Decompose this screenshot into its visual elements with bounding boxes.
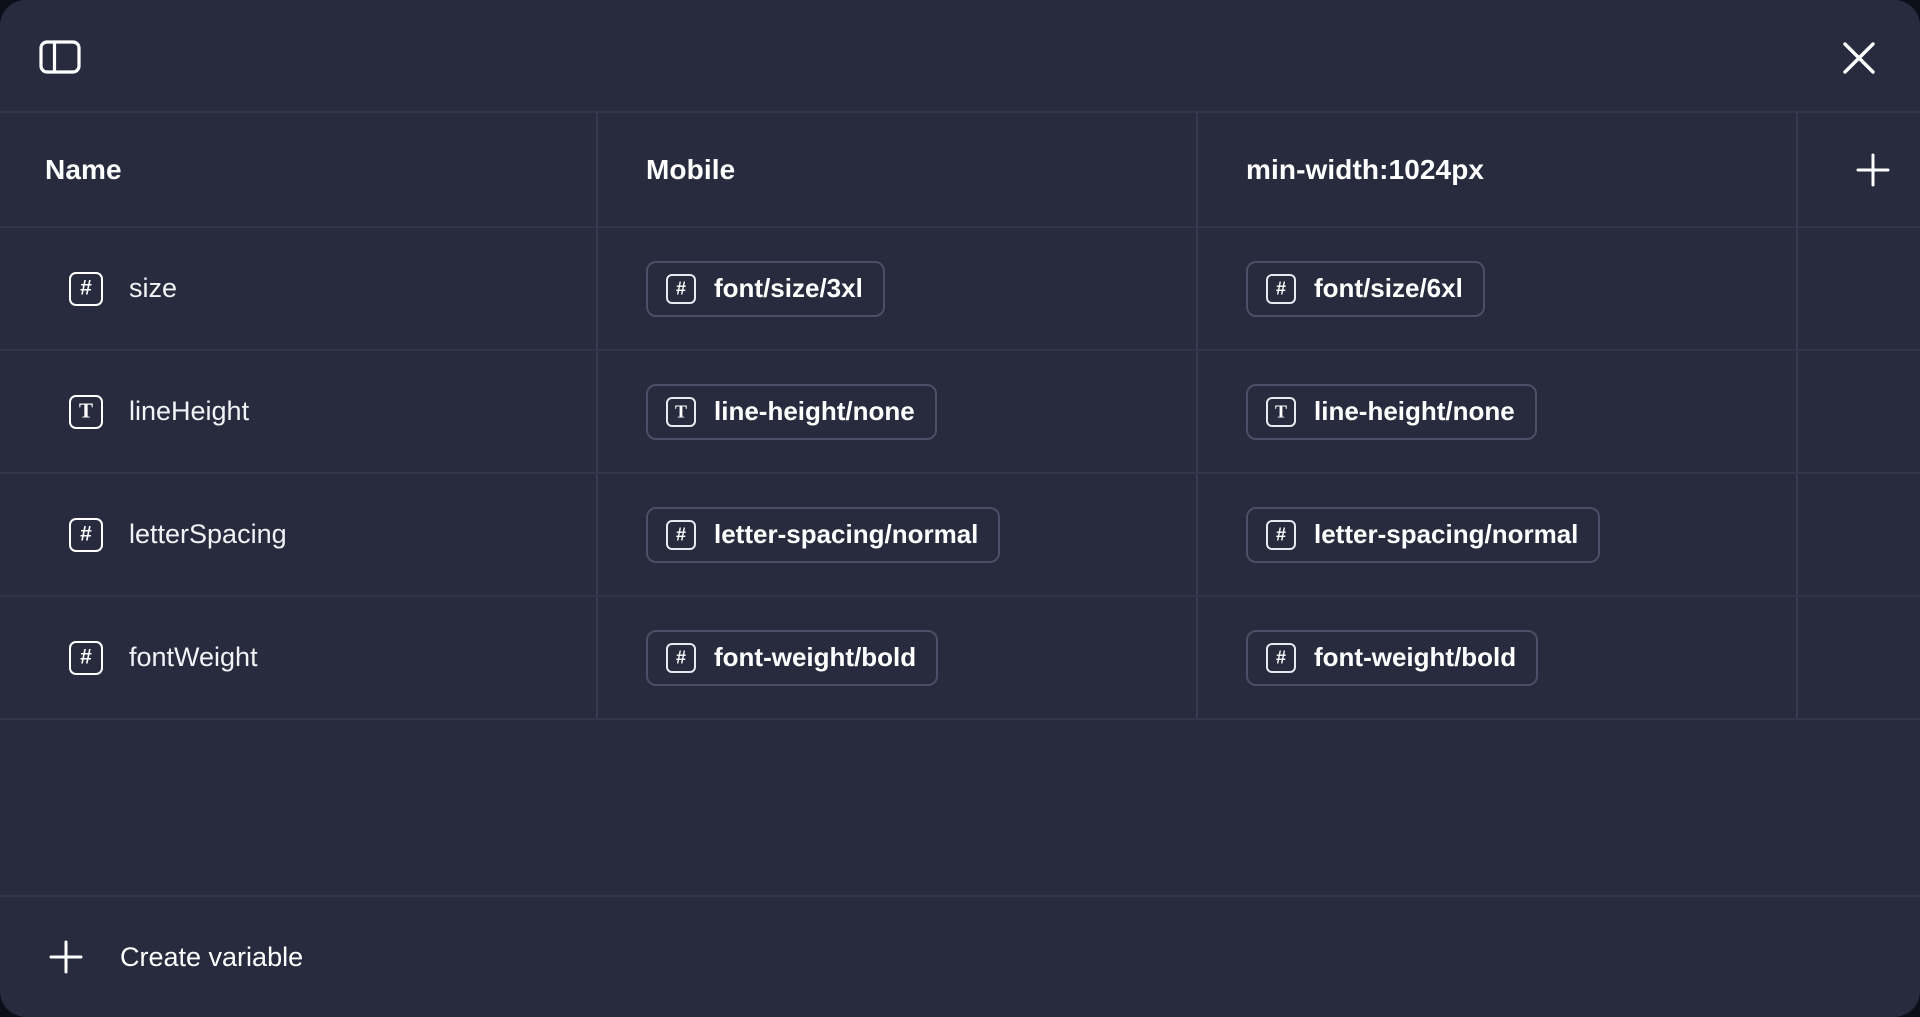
variable-value-cell-mobile[interactable]: # letter-spacing/normal	[598, 474, 1198, 595]
type-glyph: #	[675, 278, 686, 298]
type-glyph: #	[80, 522, 92, 546]
variable-alias-label: font/size/3xl	[714, 273, 863, 303]
text-type-icon: T	[69, 394, 103, 429]
column-header-mobile[interactable]: Mobile	[598, 113, 1198, 226]
column-header-label: Mobile	[646, 153, 736, 185]
variable-name: letterSpacing	[129, 519, 287, 549]
type-glyph: #	[1275, 278, 1286, 298]
text-type-icon: T	[666, 396, 696, 427]
variable-value-cell-desktop[interactable]: # font/size/6xl	[1198, 228, 1798, 349]
row-actions-cell	[1798, 597, 1920, 718]
column-header-min-width-1024px[interactable]: min-width:1024px	[1198, 113, 1798, 226]
variable-alias-label: line-height/none	[1314, 396, 1515, 426]
variable-alias-label: font-weight/bold	[714, 642, 917, 672]
variable-alias-chip[interactable]: # letter-spacing/normal	[1246, 506, 1601, 563]
variable-name-cell[interactable]: # size	[0, 228, 598, 349]
row-actions-cell	[1798, 474, 1920, 595]
variable-alias-label: font/size/6xl	[1314, 273, 1463, 303]
type-glyph: T	[674, 401, 687, 421]
panel-topbar	[0, 0, 1920, 113]
variable-alias-chip[interactable]: # font/size/6xl	[1246, 260, 1485, 317]
variable-name: fontWeight	[129, 642, 258, 672]
table-row[interactable]: # size # font/size/3xl # fo	[0, 228, 1920, 351]
number-type-icon: #	[69, 640, 103, 675]
variable-alias-chip[interactable]: # letter-spacing/normal	[646, 506, 1001, 563]
panel-left-icon	[39, 40, 81, 74]
add-column-button[interactable]	[1850, 147, 1896, 193]
row-actions-cell	[1798, 228, 1920, 349]
number-type-icon: #	[666, 642, 696, 673]
type-glyph: T	[78, 398, 93, 423]
variable-name-cell[interactable]: # letterSpacing	[0, 474, 598, 595]
variable-name-cell[interactable]: # fontWeight	[0, 597, 598, 718]
type-glyph: #	[80, 645, 92, 669]
variable-alias-label: letter-spacing/normal	[1314, 519, 1579, 549]
plus-icon	[1856, 153, 1890, 186]
variable-name: size	[129, 273, 178, 303]
variable-alias-label: font-weight/bold	[1314, 642, 1517, 672]
type-glyph: #	[1275, 524, 1286, 544]
number-type-icon: #	[1266, 519, 1296, 550]
variable-alias-chip[interactable]: # font/size/3xl	[646, 260, 885, 317]
create-variable-bar[interactable]: Create variable	[0, 895, 1920, 1017]
variable-name: lineHeight	[129, 396, 250, 426]
number-type-icon: #	[1266, 642, 1296, 673]
row-actions-cell	[1798, 351, 1920, 472]
column-header-label: min-width:1024px	[1246, 153, 1485, 185]
number-type-icon: #	[666, 519, 696, 550]
type-glyph: #	[80, 276, 92, 300]
number-type-icon: #	[1266, 273, 1296, 304]
table-row[interactable]: # letterSpacing # letter-spacing/normal …	[0, 474, 1920, 597]
type-glyph: #	[675, 647, 686, 667]
variable-name-cell[interactable]: T lineHeight	[0, 351, 598, 472]
number-type-icon: #	[69, 271, 103, 306]
type-glyph: #	[675, 524, 686, 544]
variable-alias-chip[interactable]: T line-height/none	[646, 383, 937, 440]
variable-alias-chip[interactable]: T line-height/none	[1246, 383, 1537, 440]
variable-alias-label: letter-spacing/normal	[714, 519, 979, 549]
variable-alias-chip[interactable]: # font-weight/bold	[1246, 629, 1539, 686]
table-row[interactable]: T lineHeight T line-height/none T	[0, 351, 1920, 474]
variable-alias-chip[interactable]: # font-weight/bold	[646, 629, 939, 686]
variable-value-cell-desktop[interactable]: # letter-spacing/normal	[1198, 474, 1798, 595]
add-column-cell	[1798, 113, 1920, 226]
variable-value-cell-mobile[interactable]: T line-height/none	[598, 351, 1198, 472]
variable-alias-label: line-height/none	[714, 396, 915, 426]
text-type-icon: T	[1266, 396, 1296, 427]
close-button[interactable]	[1834, 33, 1884, 83]
number-type-icon: #	[69, 517, 103, 552]
table-empty-area	[0, 720, 1920, 895]
number-type-icon: #	[666, 273, 696, 304]
variable-value-cell-mobile[interactable]: # font/size/3xl	[598, 228, 1198, 349]
variable-value-cell-desktop[interactable]: T line-height/none	[1198, 351, 1798, 472]
type-glyph: #	[1275, 647, 1286, 667]
table-row[interactable]: # fontWeight # font-weight/bold #	[0, 597, 1920, 720]
column-header-label: Name	[45, 153, 122, 185]
variable-value-cell-desktop[interactable]: # font-weight/bold	[1198, 597, 1798, 718]
close-icon	[1843, 42, 1875, 74]
variable-value-cell-mobile[interactable]: # font-weight/bold	[598, 597, 1198, 718]
plus-icon	[49, 940, 83, 974]
table-header-row: Name Mobile min-width:1024px	[0, 113, 1920, 228]
type-glyph: T	[1274, 401, 1287, 421]
panel-left-toggle-button[interactable]	[36, 33, 84, 81]
create-variable-label: Create variable	[120, 941, 304, 972]
column-header-name[interactable]: Name	[0, 113, 598, 226]
variables-table: Name Mobile min-width:1024px	[0, 113, 1920, 895]
